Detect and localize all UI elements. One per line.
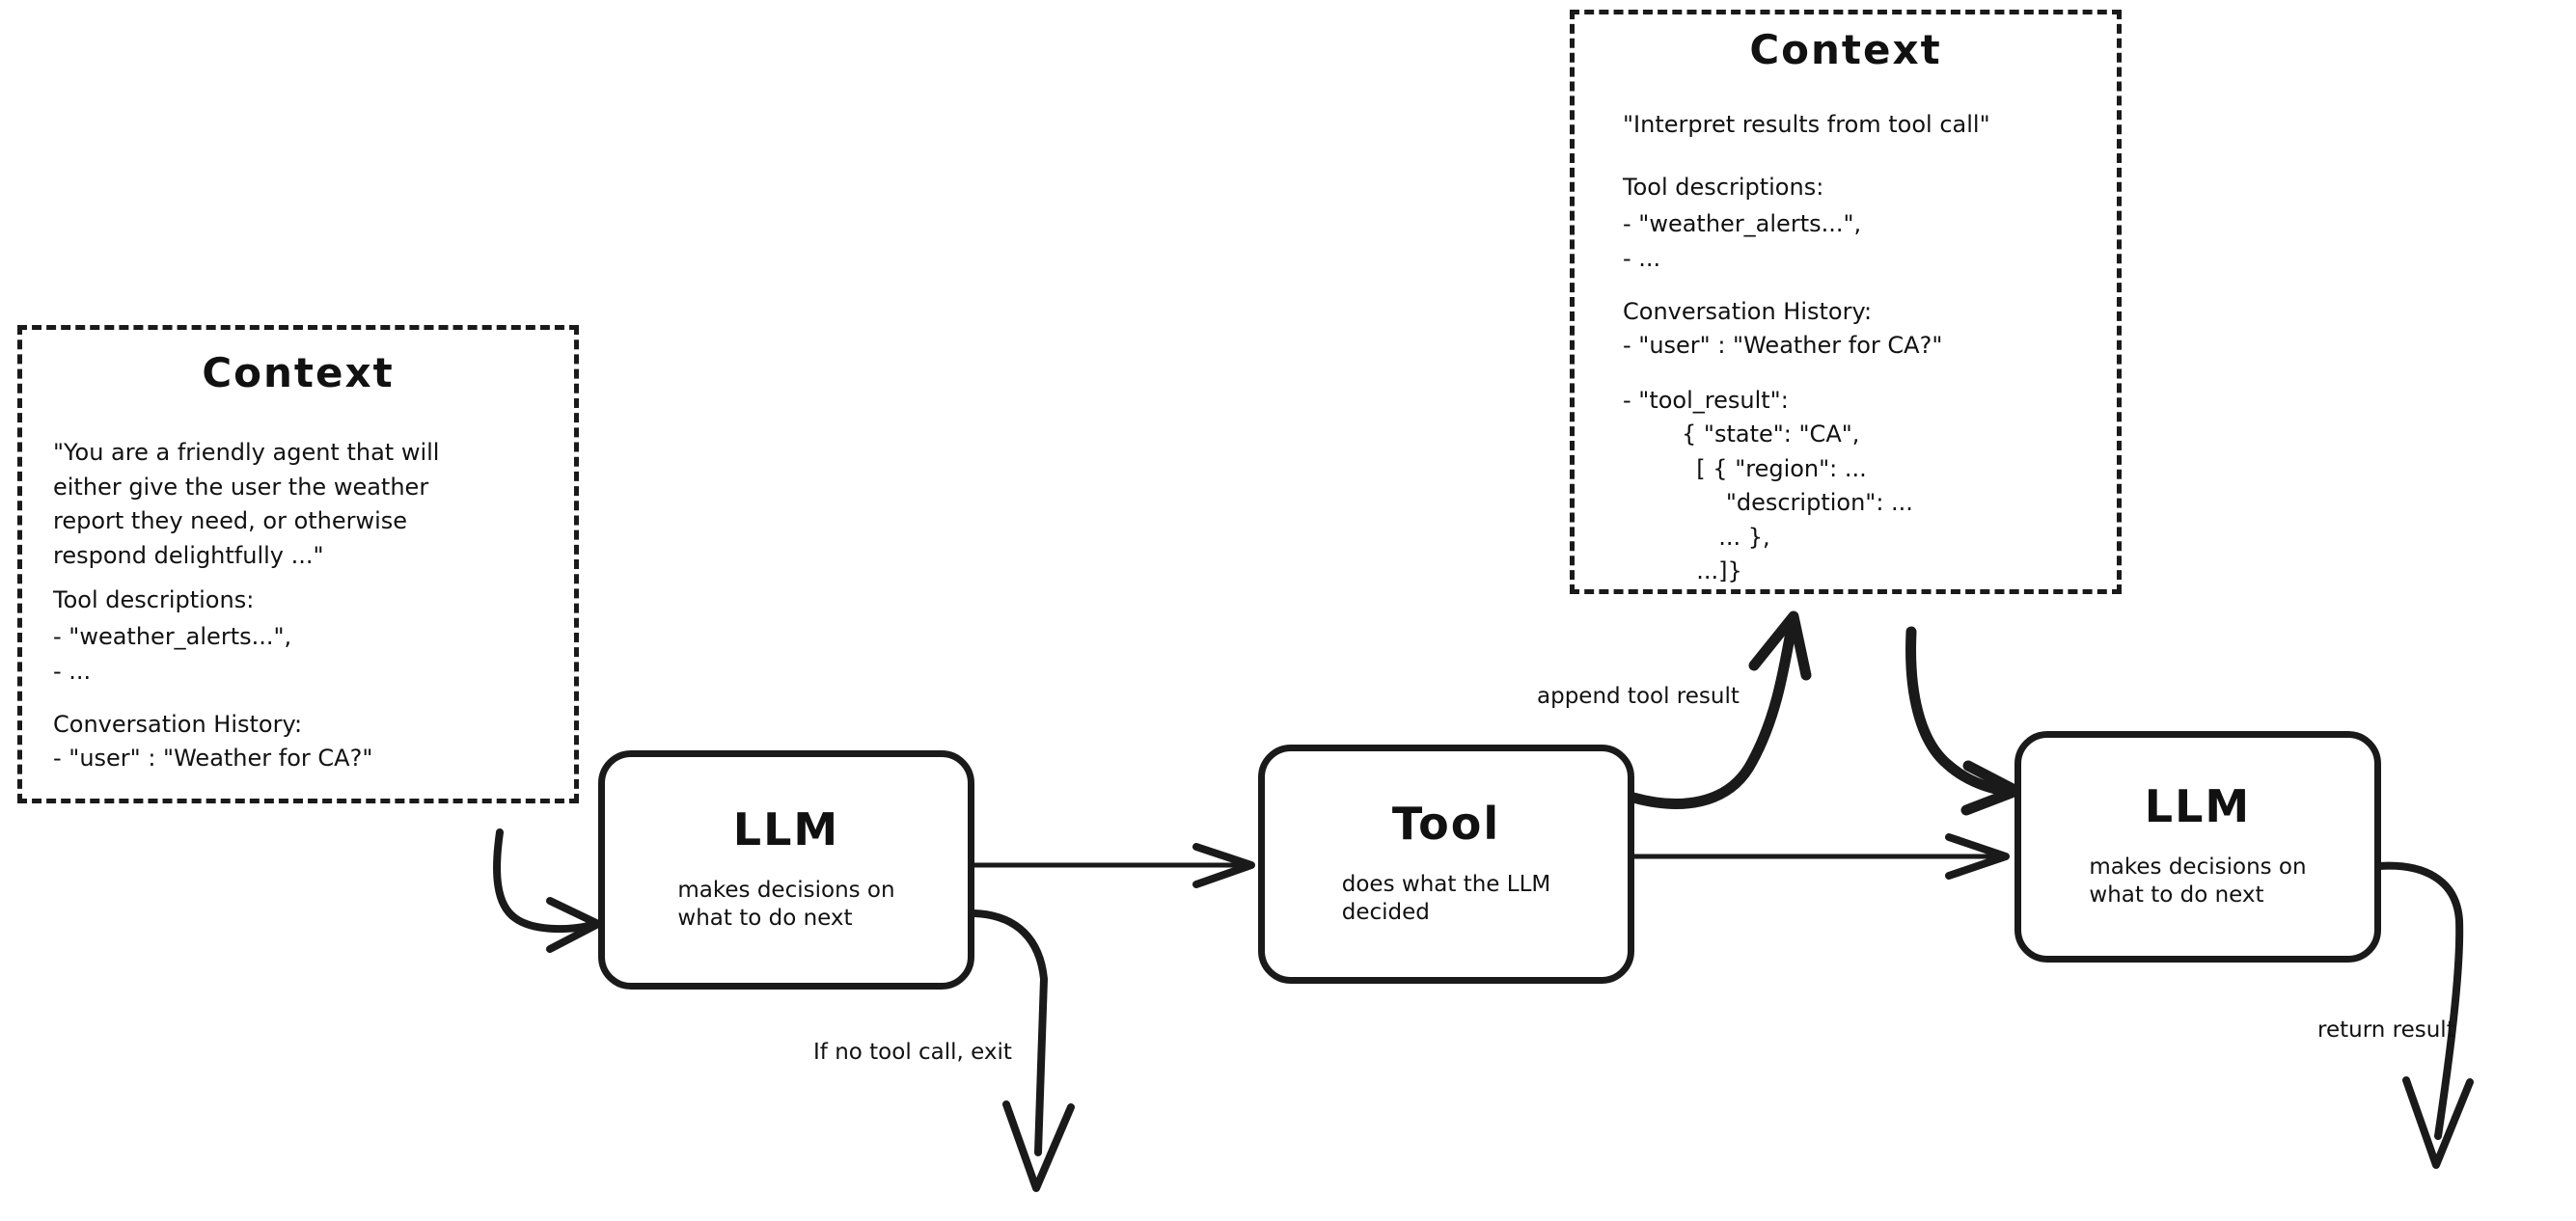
context-left-tool-descriptions-header: Tool descriptions:	[53, 586, 255, 613]
context-box-right: Context "Interpret results from tool cal…	[1570, 10, 2122, 594]
node-tool[interactable]: Tool does what the LLM decided	[1258, 745, 1634, 984]
edge-label-append-tool-result: append tool result	[1537, 684, 1740, 709]
context-right-tool-descriptions-header: Tool descriptions:	[1623, 174, 1824, 201]
edge-context-to-llm2-arrow	[1905, 626, 2022, 816]
node-llm-first-title: LLM	[732, 802, 840, 855]
context-left-conversation-header: Conversation History:	[53, 711, 303, 738]
node-tool-title: Tool	[1391, 797, 1501, 850]
node-tool-subtitle: does what the LLM decided	[1341, 871, 1551, 925]
context-left-title: Context	[202, 349, 395, 396]
edge-label-if-no-tool-call-exit: If no tool call, exit	[813, 1040, 1012, 1065]
edge-llm-to-tool-arrow	[969, 843, 1255, 888]
context-left-system-prompt: "You are a friendly agent that will eith…	[53, 439, 440, 569]
edge-label-return-result: return result	[2317, 1018, 2455, 1043]
node-llm-second[interactable]: LLM makes decisions on what to do next	[2014, 731, 2381, 963]
context-right-conversation-header: Conversation History:	[1623, 298, 1873, 325]
edge-context-to-llm-arrow	[493, 828, 602, 953]
context-right-system-prompt: "Interpret results from tool call"	[1623, 111, 1990, 138]
context-left-conversation-items: - "user" : "Weather for CA?"	[53, 745, 373, 772]
node-llm-first[interactable]: LLM makes decisions on what to do next	[598, 750, 974, 990]
context-right-title: Context	[1749, 26, 1942, 73]
context-right-tool-result-body: { "state": "CA", [ { "region": ... "desc…	[1682, 421, 1913, 585]
edge-return-result-arrow	[2375, 861, 2474, 1169]
edge-tool-to-llm2-arrow	[1631, 833, 2010, 880]
node-llm-second-subtitle: makes decisions on what to do next	[2089, 854, 2307, 908]
context-right-tool-descriptions-items: - "weather_alerts...", - ...	[1623, 210, 1862, 272]
node-llm-second-title: LLM	[2144, 779, 2252, 832]
context-left-tool-descriptions-items: - "weather_alerts...", - ...	[53, 623, 292, 685]
context-box-left: Context "You are a friendly agent that w…	[17, 325, 579, 803]
edge-append-tool-result-arrow	[1628, 610, 1812, 809]
context-right-conversation-user: - "user" : "Weather for CA?"	[1623, 332, 1943, 359]
context-right-tool-result-key: - "tool_result":	[1623, 387, 1789, 414]
node-llm-first-subtitle: makes decisions on what to do next	[677, 877, 895, 931]
